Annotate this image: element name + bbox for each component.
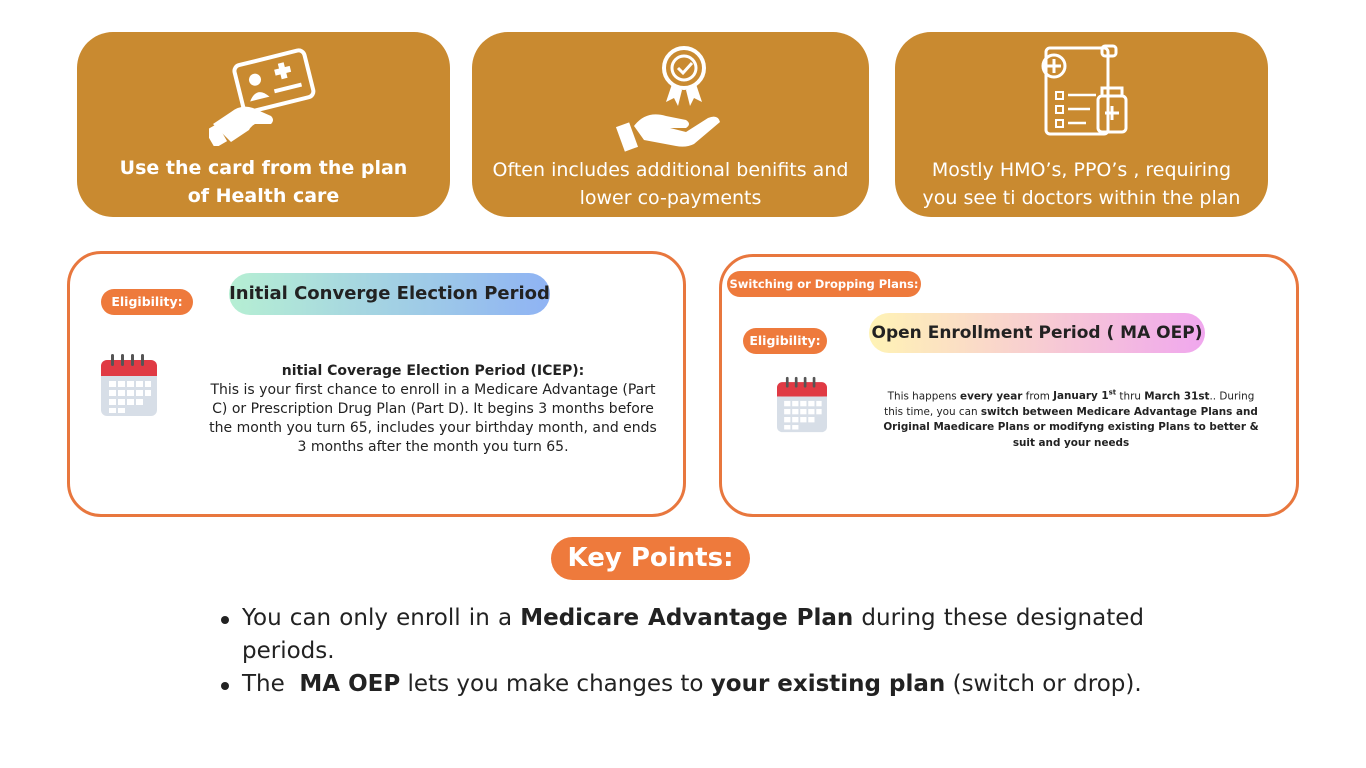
hand-with-badge-icon — [615, 44, 726, 160]
oep-desc-start-date-text: January 1 — [1053, 390, 1109, 403]
bullet-text: The — [242, 671, 300, 697]
oep-desc-text: thru — [1116, 390, 1145, 403]
bullet-bold: your existing plan — [710, 671, 946, 697]
card-benefits: Often includes additional benifits and l… — [472, 32, 869, 217]
card-caption-line-2: you see ti doctors within the plan — [922, 187, 1241, 209]
bullet-text: during these designated periods. — [242, 605, 1144, 664]
oep-desc-text: .. During this time, you can — [884, 390, 1255, 418]
bullet-bold: MA OEP — [299, 671, 401, 697]
oep-desc-every-year: every year — [960, 390, 1023, 403]
card-caption-line-1: Often includes additional benifits and — [492, 159, 849, 181]
icep-title: Initial Converge Election Period — [229, 273, 550, 315]
oep-desc-end-date: March 31st — [1144, 390, 1210, 403]
icep-eligibility-badge: Eligibility: — [101, 289, 193, 315]
icep-description-body: This is your first chance to enroll in a… — [209, 382, 657, 455]
card-health-card: Use the card from the plan of Health car… — [77, 32, 450, 217]
oep-desc-start-date-suffix: st — [1108, 389, 1117, 397]
card-caption-line-2: of Health care — [187, 185, 340, 207]
card-caption-line-1: Mostly HMO’s, PPO’s , requiring — [931, 159, 1232, 181]
icep-description: nitial Coverage Election Period (ICEP): … — [204, 362, 662, 457]
oep-desc-text: This happens — [887, 390, 961, 403]
oep-description: This happens every year from January 1st… — [878, 386, 1264, 451]
card-hmo-ppo: Mostly HMO’s, PPO’s , requiring you see … — [895, 32, 1268, 217]
icep-description-title: nitial Coverage Election Period (ICEP): — [281, 363, 585, 379]
medical-document-icon — [1032, 44, 1132, 144]
card-caption-line-1: Use the card from the plan — [119, 157, 408, 179]
switching-dropping-badge: Switching or Dropping Plans: — [727, 271, 921, 297]
hand-holding-card-icon — [204, 46, 319, 150]
oep-title: Open Enrollment Period ( MA OEP) — [869, 313, 1205, 353]
icep-panel — [67, 251, 686, 517]
oep-desc-text: from — [1022, 390, 1054, 403]
list-item: The MA OEP lets you make changes to your… — [218, 668, 1144, 701]
bullet-text: lets you make changes to — [400, 671, 711, 697]
oep-desc-start-date: January 1st — [1053, 389, 1117, 403]
oep-eligibility-badge: Eligibility: — [743, 328, 827, 354]
calendar-icon — [777, 376, 827, 437]
calendar-icon — [101, 354, 157, 420]
key-points-heading: Key Points: — [551, 537, 750, 580]
bullet-bold: Medicare Advantage Plan — [520, 605, 854, 631]
list-item: You can only enroll in a Medicare Advant… — [218, 602, 1144, 668]
key-points-list: You can only enroll in a Medicare Advant… — [218, 602, 1144, 701]
card-caption-line-2: lower co-payments — [579, 187, 762, 209]
bullet-text: (switch or drop). — [945, 671, 1142, 697]
oep-desc-switch: switch between Medicare Advantage Plans … — [883, 405, 1259, 449]
bullet-text: You can only enroll in a — [242, 605, 521, 631]
